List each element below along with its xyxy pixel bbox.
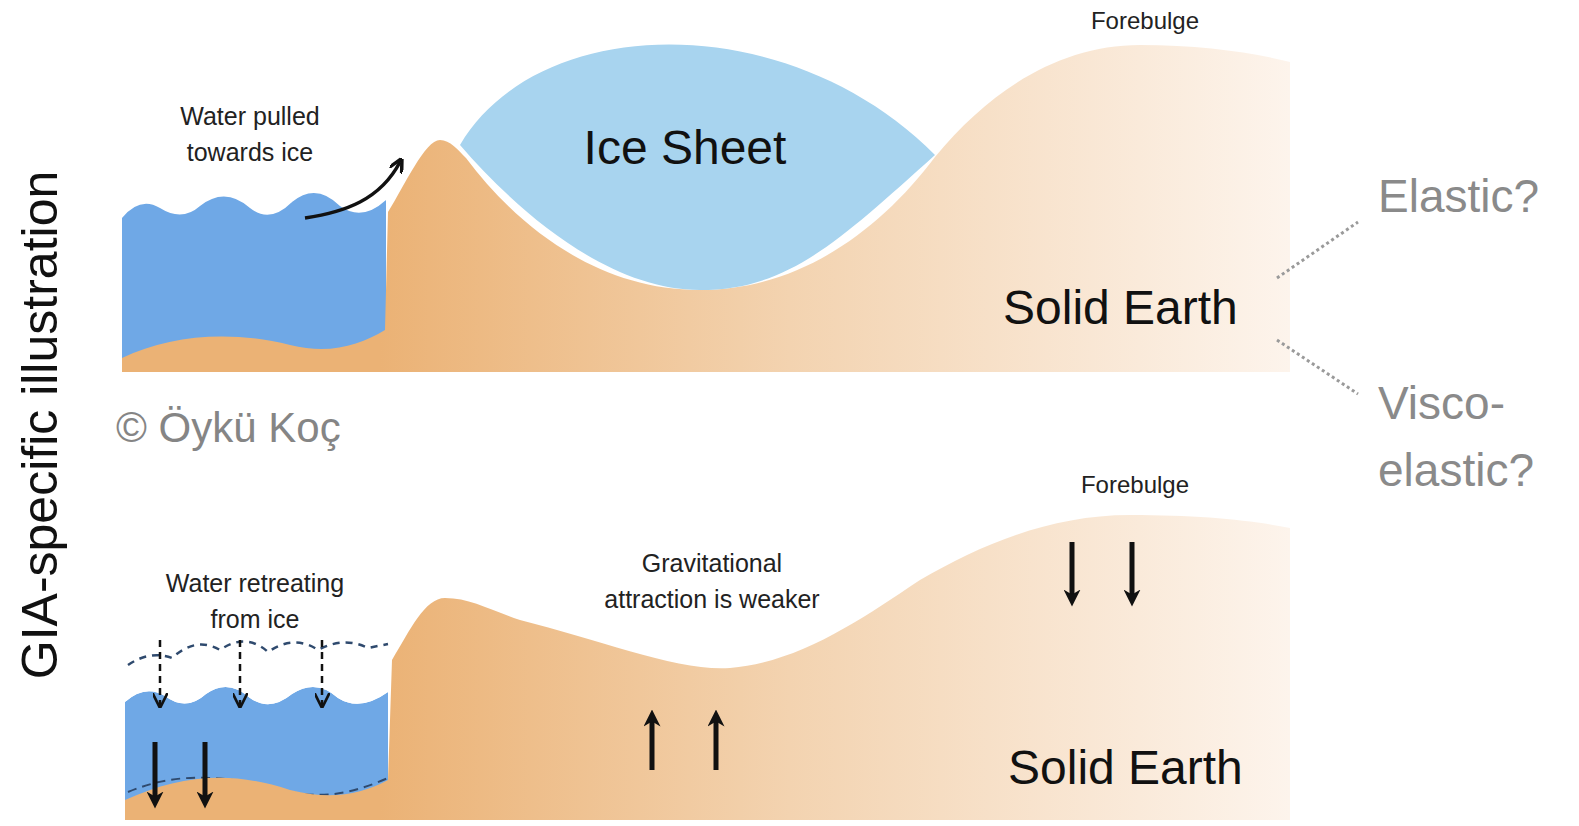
solid-earth-label: Solid Earth <box>1008 740 1243 795</box>
solid-earth-shape <box>122 45 1290 372</box>
annotation: Gravitational attraction is weaker <box>587 545 837 618</box>
solid-earth-label: Solid Earth <box>1003 280 1238 335</box>
annotation: Water pulled towards ice <box>155 98 345 171</box>
curved-arrow <box>305 162 400 218</box>
annotation: Water retreating from ice <box>140 565 370 638</box>
solid-earth-shape <box>125 515 1290 820</box>
copyright-note: © Öykü Koç <box>116 398 416 459</box>
rheology-option: Elastic? <box>1378 163 1578 230</box>
ice-sheet-label: Ice Sheet <box>458 120 912 175</box>
ice-sheet: Ice Sheet <box>458 32 938 294</box>
dashed-arrow <box>159 640 162 705</box>
former-wave-crests <box>125 650 388 704</box>
forebulge-label: Forebulge <box>1060 4 1230 39</box>
side-title: GIA-specific illustration <box>8 25 72 825</box>
dashed-arrow <box>239 640 242 705</box>
dashed-arrow <box>321 640 324 705</box>
solid-earth: Solid Earth <box>120 480 1292 825</box>
forebulge-label: Forebulge <box>1050 468 1220 503</box>
former-sea-level <box>128 641 388 665</box>
rheology-option: Visco- elastic? <box>1378 370 1563 503</box>
